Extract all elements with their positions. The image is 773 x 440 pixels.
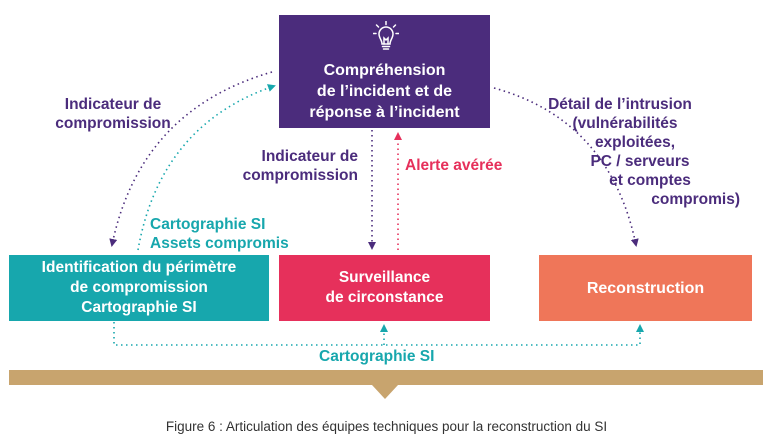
bottom-bracket-line [113, 322, 644, 346]
box-surveillance: Surveillance de circonstance [279, 255, 490, 321]
box-middle-line2: de circonstance [325, 289, 444, 306]
box-top-line2: de l’incident et de [316, 83, 453, 100]
label-intrusion-detail: Détail de l’intrusion (vulnérabilités ex… [530, 95, 740, 209]
label-intrusion-line3: exploitées, [594, 134, 676, 151]
arrow-top-to-left [109, 71, 273, 247]
label-left-ioc-line1: Indicateur de [64, 96, 162, 113]
lightbulb-icon [373, 21, 399, 50]
box-left-line2: de compromission [70, 279, 208, 296]
label-center-ioc-line1: Indicateur de [261, 148, 358, 165]
label-carto-bottom: Cartographie SI [319, 348, 435, 365]
label-left-ioc: Indicateur de compromission [38, 95, 188, 133]
box-reconstruction: Reconstruction [539, 255, 752, 321]
box-top-line1: Compréhension [323, 62, 446, 79]
label-left-ioc-line2: compromission [55, 115, 171, 132]
box-left-line3: Cartographie SI [81, 299, 197, 316]
box-top-line3: réponse à l’incident [309, 104, 460, 121]
box-left-line1: Identification du périmètre [41, 259, 237, 276]
label-intrusion-line4: PC / serveurs [590, 153, 690, 170]
label-intrusion-line1: Détail de l’intrusion [548, 96, 692, 113]
arrow-top-to-right [493, 87, 639, 247]
box-perimeter-identification: Identification du périmètre de compromis… [9, 255, 269, 321]
box-right-line1: Reconstruction [586, 279, 705, 297]
label-intrusion-line5: et comptes [609, 172, 691, 189]
label-carto-assets-line1: Cartographie SI [150, 216, 266, 233]
label-intrusion-line6: compromis) [651, 191, 740, 208]
label-intrusion-line2: (vulnérabilités [572, 115, 678, 132]
label-alert: Alerte avérée [405, 157, 503, 174]
label-carto-assets: Cartographie SI Assets compromis [150, 215, 289, 253]
gold-banner [9, 370, 763, 399]
box-incident-response: Compréhension de l’incident et de répons… [279, 15, 490, 128]
label-center-ioc: Indicateur de compromission [212, 147, 358, 185]
box-middle-line1: Surveillance [338, 269, 431, 286]
label-carto-assets-line2: Assets compromis [150, 235, 289, 252]
label-center-ioc-line2: compromission [242, 167, 358, 184]
figure-caption: Figure 6 : Articulation des équipes tech… [165, 419, 608, 434]
arrow-left-to-top [137, 84, 276, 251]
